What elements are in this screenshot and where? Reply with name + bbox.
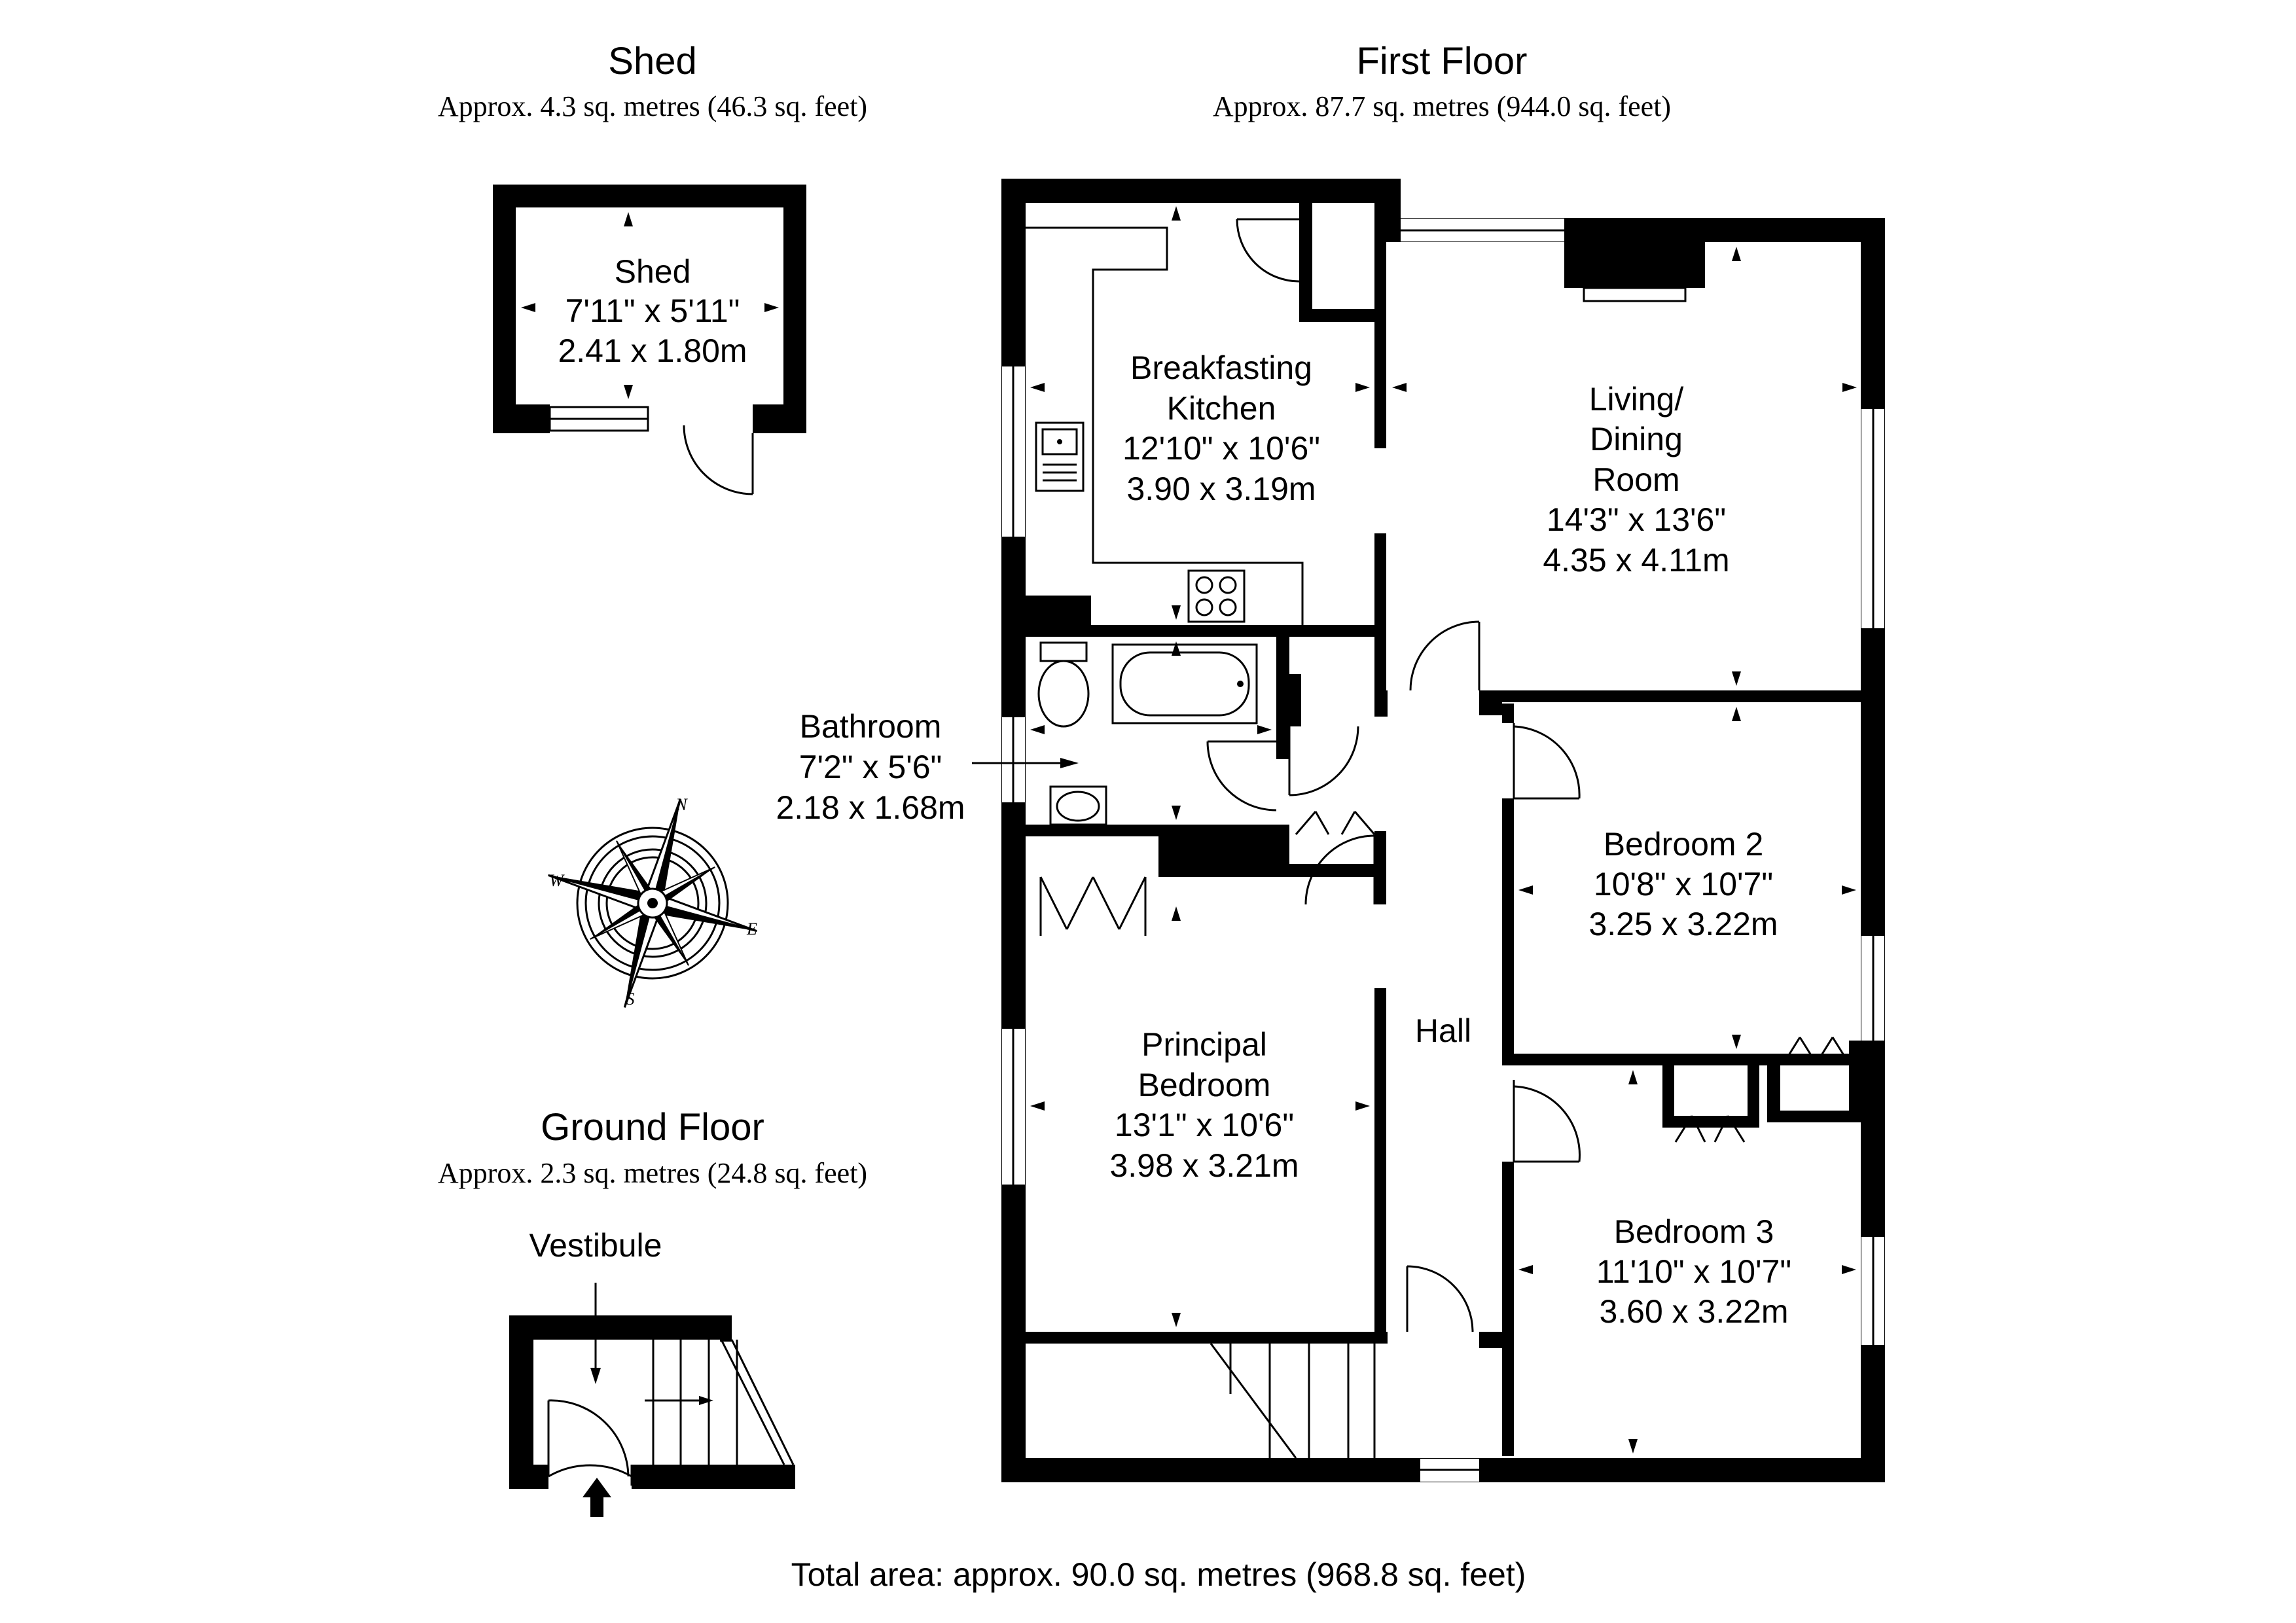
svg-text:Shed: Shed — [615, 253, 691, 290]
toilet — [1037, 641, 1090, 728]
ground-floor-title: Ground Floor — [541, 1106, 764, 1149]
compass-w: W — [549, 871, 565, 890]
compass-e: E — [746, 919, 757, 938]
bedroom2-label: Bedroom 2 10'8" x 10'7" 3.25 x 3.22m — [1588, 826, 1778, 942]
living-label: Living/ Dining Room 14'3" x 13'6" 4.35 x… — [1543, 381, 1729, 579]
kitchen-hob — [1187, 569, 1246, 623]
svg-text:Breakfasting: Breakfasting — [1130, 349, 1312, 386]
svg-text:Bedroom 3: Bedroom 3 — [1614, 1213, 1774, 1250]
svg-text:3.98 x 3.21m: 3.98 x 3.21m — [1109, 1147, 1299, 1184]
first-floor-title: First Floor — [1357, 40, 1528, 82]
shed-title: Shed — [608, 40, 696, 82]
bathroom-label: Bathroom 7'2" x 5'6" 2.18 x 1.68m — [776, 708, 1079, 826]
compass-n: N — [675, 795, 688, 814]
kitchen-door — [1236, 218, 1300, 283]
first-floor-area: Approx. 87.7 sq. metres (944.0 sq. feet) — [1213, 90, 1671, 122]
bedroom2-door — [1513, 723, 1581, 800]
living-door — [1409, 620, 1480, 691]
ground-floor-area: Approx. 2.3 sq. metres (24.8 sq. feet) — [438, 1157, 867, 1189]
svg-text:Principal: Principal — [1141, 1026, 1267, 1063]
kitchen-label: Breakfasting Kitchen 12'10" x 10'6" 3.90… — [1122, 349, 1320, 507]
vestibule-stairs — [645, 1339, 795, 1465]
svg-text:2.41 x 1.80m: 2.41 x 1.80m — [558, 332, 747, 369]
svg-text:Kitchen: Kitchen — [1167, 390, 1276, 427]
vestibule-plan: Vestibule — [509, 1227, 795, 1517]
svg-text:3.25 x 3.22m: 3.25 x 3.22m — [1588, 906, 1778, 942]
entrance-arrow-icon — [583, 1478, 611, 1517]
kitchen-sink — [1035, 421, 1085, 492]
principal-bedroom-label: Principal Bedroom 13'1" x 10'6" 3.98 x 3… — [1109, 1026, 1299, 1184]
measurement-arrows — [1030, 206, 1857, 1454]
hall-door-bottom — [1406, 1265, 1474, 1332]
svg-text:Room: Room — [1592, 461, 1679, 498]
bedroom3-wardrobe — [1674, 1115, 1746, 1143]
hall-cupboard-door — [1288, 726, 1359, 796]
bath — [1111, 643, 1258, 724]
svg-text:10'8" x 10'7": 10'8" x 10'7" — [1594, 866, 1773, 902]
shed-heading: Shed Approx. 4.3 sq. metres (46.3 sq. fe… — [438, 40, 867, 122]
compass-s: S — [626, 990, 635, 1008]
bathroom-door — [1206, 740, 1277, 812]
principal-bedroom-door — [1304, 834, 1376, 905]
svg-text:7'2" x 5'6": 7'2" x 5'6" — [799, 749, 942, 785]
basin — [1049, 785, 1107, 826]
shed-area: Approx. 4.3 sq. metres (46.3 sq. feet) — [438, 90, 867, 122]
principal-bedroom-wardrobe — [1039, 876, 1147, 936]
compass-rose-icon: N E S W — [548, 795, 757, 1008]
svg-text:11'10" x 10'7": 11'10" x 10'7" — [1596, 1253, 1791, 1290]
shed-plan: Shed 7'11" x 5'11" 2.41 x 1.80m — [493, 185, 806, 495]
svg-text:Dining: Dining — [1590, 421, 1683, 457]
svg-text:14'3" x 13'6": 14'3" x 13'6" — [1547, 501, 1726, 538]
total-area: Total area: approx. 90.0 sq. metres (968… — [791, 1556, 1526, 1593]
svg-text:13'1" x 10'6": 13'1" x 10'6" — [1115, 1107, 1294, 1143]
svg-text:3.90 x 3.19m: 3.90 x 3.19m — [1126, 471, 1316, 507]
hall-label: Hall — [1415, 1012, 1471, 1049]
svg-text:2.18 x 1.68m: 2.18 x 1.68m — [776, 789, 965, 826]
bedroom3-door — [1513, 1080, 1581, 1163]
stairs — [1210, 1343, 1376, 1459]
bedroom3-label: Bedroom 3 11'10" x 10'7" 3.60 x 3.22m — [1596, 1213, 1791, 1330]
bedroom2-wardrobe — [1782, 1037, 1850, 1064]
vestibule-door — [547, 1399, 633, 1486]
shed-label: Shed 7'11" x 5'11" 2.41 x 1.80m — [558, 253, 747, 369]
first-floor-plan: Breakfasting Kitchen 12'10" x 10'6" 3.90… — [1001, 179, 1885, 1482]
first-floor-heading: First Floor Approx. 87.7 sq. metres (944… — [1213, 40, 1671, 122]
svg-text:Bathroom: Bathroom — [800, 708, 942, 745]
svg-text:Bedroom 2: Bedroom 2 — [1604, 826, 1764, 863]
svg-text:Hall: Hall — [1415, 1012, 1471, 1049]
shed-door — [683, 425, 754, 495]
vestibule-label: Vestibule — [529, 1227, 662, 1264]
svg-text:3.60 x 3.22m: 3.60 x 3.22m — [1599, 1293, 1788, 1330]
svg-text:7'11" x 5'11": 7'11" x 5'11" — [565, 293, 740, 329]
svg-text:Bedroom: Bedroom — [1138, 1067, 1271, 1103]
hall-cupboard-bifold — [1295, 811, 1376, 835]
svg-text:12'10" x 10'6": 12'10" x 10'6" — [1122, 430, 1320, 467]
ground-floor-heading: Ground Floor Approx. 2.3 sq. metres (24.… — [438, 1106, 867, 1189]
svg-text:Living/: Living/ — [1589, 381, 1684, 418]
svg-text:4.35 x 4.11m: 4.35 x 4.11m — [1543, 542, 1729, 579]
